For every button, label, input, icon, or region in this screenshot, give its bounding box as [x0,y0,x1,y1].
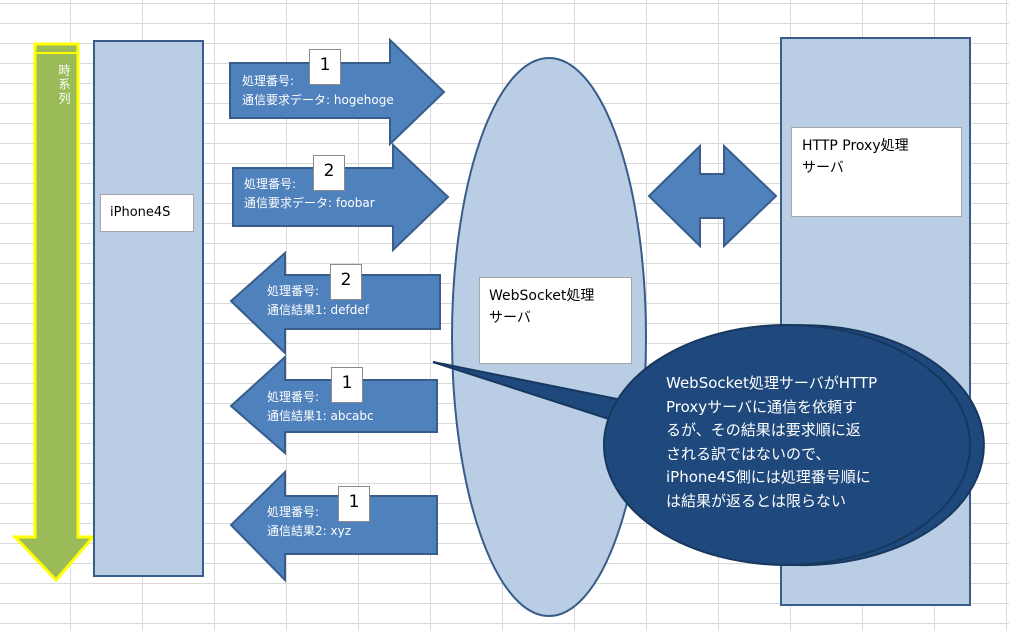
client-label: iPhone4S [110,205,171,220]
bidirectional-arrow [647,143,778,249]
request-2-number: 2 [313,155,345,191]
response-2-line2: 通信結果1: abcabc [267,409,374,423]
response-3-line1: 処理番号: [267,505,320,519]
response-2-label: 処理番号: 通信結果1: abcabc [267,388,374,426]
response-2-line1: 処理番号: [267,390,320,404]
response-2-number: 1 [331,367,363,403]
request-1-line1: 処理番号: [242,74,295,88]
websocket-label-line1: WebSocket処理 [489,288,595,304]
client-box [93,40,204,577]
request-2-line1: 処理番号: [244,177,297,191]
proxy-label-box: HTTP Proxy処理 サーバ [791,127,962,217]
response-arrow-3 [229,469,438,583]
request-2-label: 処理番号: 通信要求データ: foobar [244,175,375,213]
callout-line-6: は結果が返るとは限らない [666,491,847,510]
response-1-number: 2 [330,264,362,300]
request-1-number: 1 [309,49,341,85]
request-2-line2: 通信要求データ: foobar [244,196,375,210]
proxy-label-line1: HTTP Proxy処理 [802,138,909,154]
callout-line-4: される訳ではないので、 [666,444,831,463]
response-3-label: 処理番号: 通信結果2: xyz [267,503,351,541]
callout-line-5: iPhone4S側には処理番号順に [666,468,871,486]
response-1-line1: 処理番号: [267,284,320,298]
response-1-label: 処理番号: 通信結果1: defdef [267,282,369,320]
callout-line-2: Proxyサーバに通信を依頼す [666,397,857,416]
request-arrow-2 [232,142,450,253]
response-arrow-1 [229,250,441,356]
request-arrow-1 [229,37,446,147]
response-3-line2: 通信結果2: xyz [267,524,351,538]
response-arrow-2 [229,354,438,456]
websocket-label-box: WebSocket処理 サーバ [479,277,632,364]
callout-body [603,324,971,566]
timeline-label: 時系列 [57,64,71,106]
callout-line-3: るが、その結果は要求順に返 [666,421,861,439]
websocket-label-line2: サーバ [489,310,531,326]
callout-text: WebSocket処理サーバがHTTP Proxyサーバに通信を依頼す るが、そ… [666,372,951,513]
client-label-box: iPhone4S [100,194,194,232]
request-1-line2: 通信要求データ: hogehoge [242,93,394,107]
timeline-arrow [11,42,97,583]
callout-line-1: WebSocket処理サーバがHTTP [666,374,878,392]
response-1-line2: 通信結果1: defdef [267,303,369,317]
response-3-number: 1 [338,486,370,522]
request-1-label: 処理番号: 通信要求データ: hogehoge [242,72,394,110]
proxy-label-line2: サーバ [802,160,844,176]
